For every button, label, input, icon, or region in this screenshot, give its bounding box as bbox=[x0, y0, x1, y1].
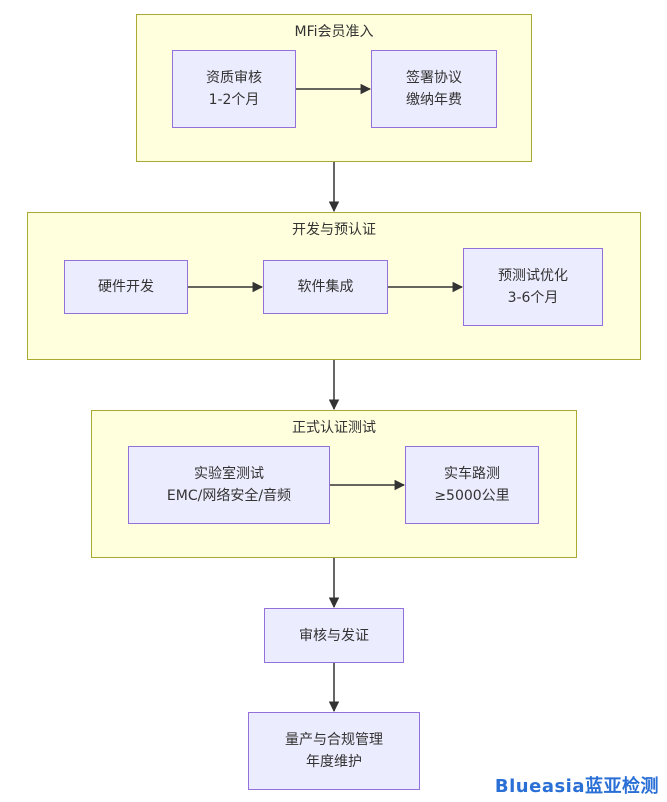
node-label: 预测试优化 bbox=[498, 268, 568, 284]
node-label: 签署协议 bbox=[406, 70, 462, 86]
node-sublabel: ≥5000公里 bbox=[434, 488, 510, 504]
node-label: 实车路测 bbox=[444, 466, 500, 482]
node-label: 实验室测试 bbox=[194, 466, 264, 482]
node-sublabel: 缴纳年费 bbox=[406, 92, 462, 108]
node-road-test: 实车路测 ≥5000公里 bbox=[405, 446, 539, 524]
node-hardware-dev: 硬件开发 bbox=[64, 260, 188, 314]
group-title: MFi会员准入 bbox=[294, 24, 374, 40]
group-title: 正式认证测试 bbox=[292, 420, 376, 436]
node-label: 量产与合规管理 bbox=[285, 732, 383, 748]
node-sublabel: 年度维护 bbox=[306, 754, 362, 770]
group-title: 开发与预认证 bbox=[292, 222, 376, 238]
node-label: 审核与发证 bbox=[299, 627, 369, 644]
node-sign-agreement: 签署协议 缴纳年费 bbox=[371, 50, 497, 128]
node-label: 硬件开发 bbox=[98, 279, 154, 295]
node-mass-production: 量产与合规管理 年度维护 bbox=[248, 712, 420, 790]
node-label: 软件集成 bbox=[297, 279, 354, 295]
node-sublabel: 1-2个月 bbox=[208, 92, 260, 108]
watermark-logo: Blueasia蓝亚检测 bbox=[494, 776, 659, 797]
node-software-integration: 软件集成 bbox=[263, 260, 388, 314]
node-lab-testing: 实验室测试 EMC/网络安全/音频 bbox=[128, 446, 330, 524]
node-pretest-optimization: 预测试优化 3-6个月 bbox=[463, 248, 603, 326]
node-label: 资质审核 bbox=[206, 70, 262, 86]
node-review-issue: 审核与发证 bbox=[264, 608, 404, 663]
node-sublabel: EMC/网络安全/音频 bbox=[166, 488, 292, 504]
node-sublabel: 3-6个月 bbox=[507, 290, 559, 306]
node-qualification-review: 资质审核 1-2个月 bbox=[172, 50, 296, 128]
